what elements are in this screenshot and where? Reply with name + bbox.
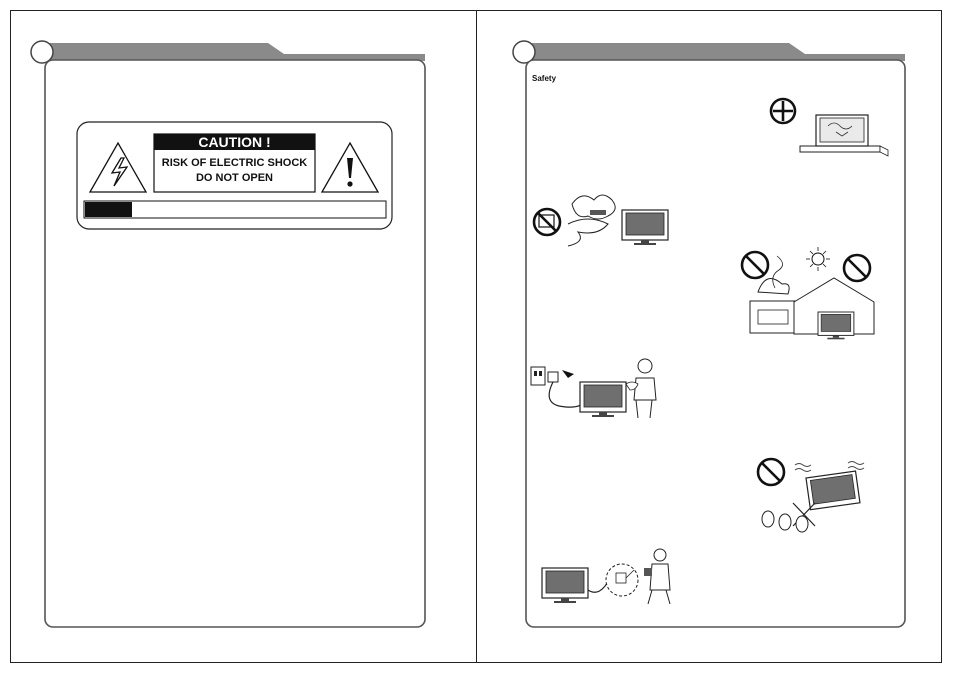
caution-bottom-black-block: [85, 202, 132, 217]
right-page: Safety: [512, 40, 906, 628]
plus-icon: [769, 97, 797, 125]
illustration-no-heat-source: [532, 194, 669, 247]
exclamation-warning-icon: [320, 141, 380, 193]
section-title: Safety: [532, 74, 557, 83]
right-page-number-circle: [512, 40, 536, 64]
illustration-no-sun-no-stove: [740, 247, 875, 340]
caution-line-1: RISK OF ELECTRIC SHOCK: [162, 157, 308, 169]
lightning-warning-icon: [88, 141, 148, 193]
left-page-number-circle: [30, 40, 54, 64]
caution-label: CAUTION ! RISK OF ELECTRIC SHOCK DO NOT …: [76, 121, 393, 230]
caution-line-2: DO NOT OPEN: [196, 172, 273, 184]
illustration-unplug: [530, 358, 657, 419]
left-page: CAUTION ! RISK OF ELECTRIC SHOCK DO NOT …: [30, 40, 426, 628]
page-divider: [476, 10, 477, 663]
caution-title: CAUTION !: [198, 134, 270, 150]
illustration-wall-mount: [769, 97, 889, 157]
illustration-service: [541, 548, 671, 605]
left-header-tab: [46, 43, 425, 61]
illustration-no-objects-on-tv: [756, 457, 865, 533]
right-header-tab: [527, 43, 905, 61]
